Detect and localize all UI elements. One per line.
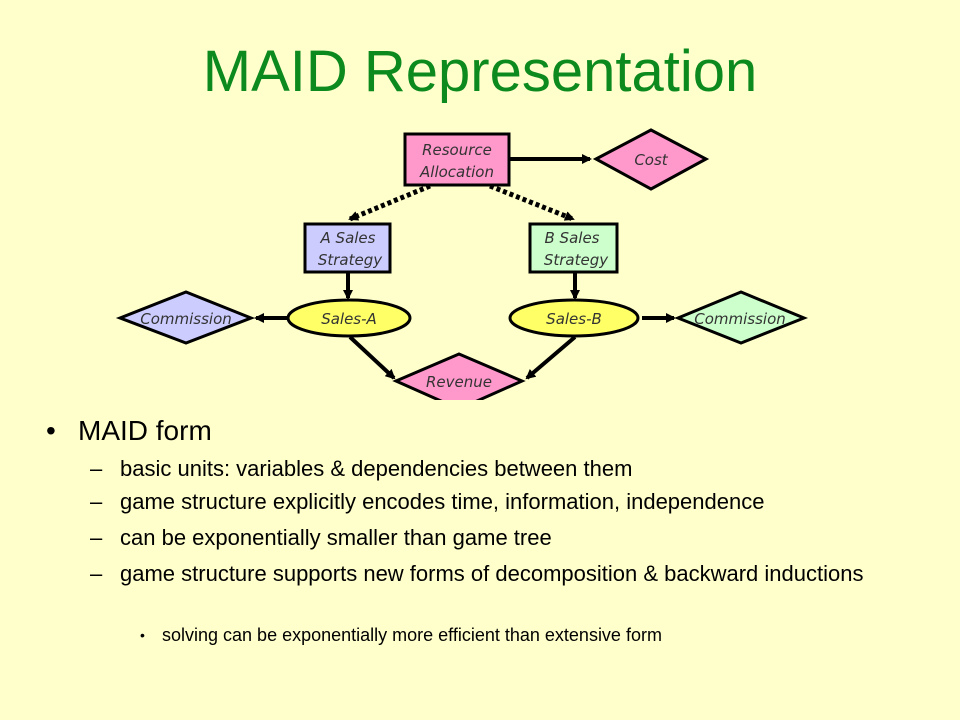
slide-title: MAID Representation: [202, 39, 758, 104]
sub-bullet-text: can be exponentially smaller than game t…: [120, 525, 552, 550]
node-sales-a: Sales-A: [286, 298, 412, 338]
node-revenue: Revenue: [392, 352, 526, 400]
sub-sub-bullet-text: solving can be exponentially more effici…: [162, 625, 662, 645]
dash-icon: –: [90, 456, 103, 481]
diagram-edges: [254, 154, 676, 380]
dash-icon: –: [90, 561, 103, 586]
node-label: Allocation: [419, 163, 494, 181]
sub-bullet-text: game structure explicitly encodes time, …: [120, 489, 765, 514]
node-label: Commission: [694, 310, 786, 328]
bullet-main-text: MAID form: [78, 415, 212, 446]
node-label: Sales-B: [546, 310, 602, 328]
dash-icon: –: [90, 489, 103, 514]
node-a-sales-strategy: A Sales Strategy: [303, 222, 392, 274]
node-b-sales-strategy: B Sales Strategy: [528, 222, 619, 274]
sub-bullet-text: basic units: variables & dependencies be…: [120, 456, 633, 481]
edge-resource-to-b-strategy: [489, 183, 575, 222]
node-label: Strategy: [318, 251, 383, 269]
node-label: Strategy: [544, 251, 609, 269]
node-resource-allocation: Resource Allocation: [403, 132, 511, 187]
bullet-icon: •: [46, 415, 56, 446]
maid-diagram: Resource Allocation Cost A Sales Strateg…: [115, 128, 808, 400]
node-commission-a: Commission: [115, 290, 256, 345]
node-sales-b: Sales-B: [508, 298, 640, 338]
dash-icon: –: [90, 525, 103, 550]
node-label: B Sales: [545, 229, 600, 247]
bullet-icon: •: [140, 627, 145, 643]
node-label: Resource: [422, 141, 492, 159]
node-label: Commission: [140, 310, 232, 328]
node-label: Cost: [634, 151, 668, 169]
edge-resource-to-a-strategy: [348, 183, 431, 222]
node-label: Revenue: [426, 373, 492, 391]
node-cost: Cost: [592, 128, 710, 191]
node-label: A Sales: [320, 229, 376, 247]
node-label: Sales-A: [321, 310, 377, 328]
edge-sales-a-to-revenue: [348, 335, 396, 380]
sub-bullet-text: game structure supports new forms of dec…: [120, 561, 864, 586]
node-commission-b: Commission: [674, 290, 808, 345]
edge-sales-b-to-revenue: [525, 335, 577, 380]
